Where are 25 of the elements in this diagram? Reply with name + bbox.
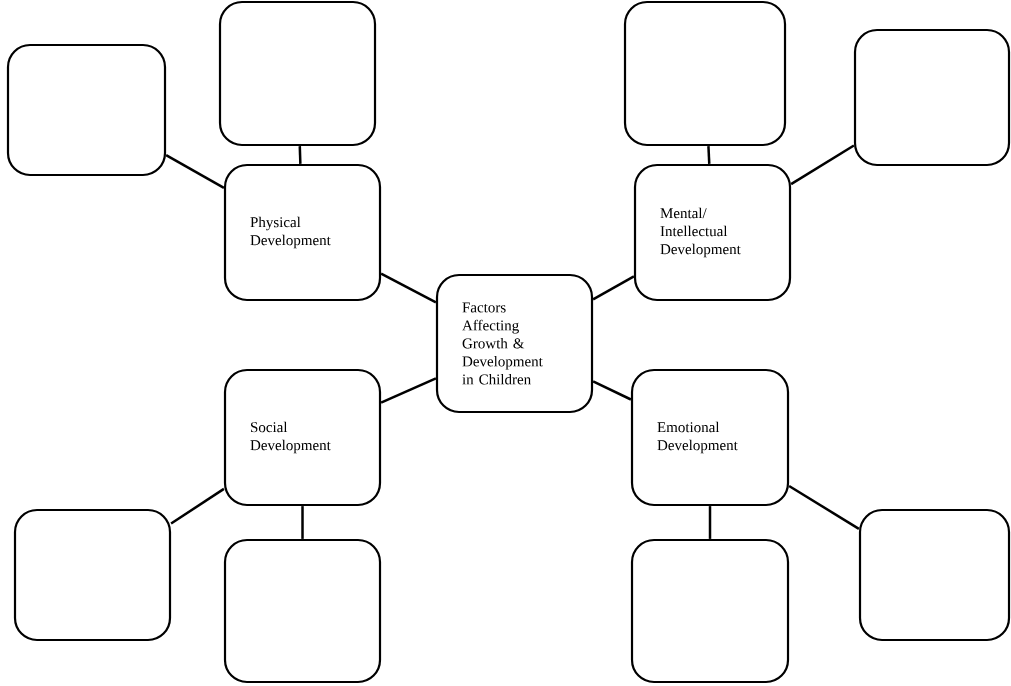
empty-box — [6, 43, 167, 177]
central-topic-box: Factors Affecting Growth & Development in Children — [435, 273, 594, 414]
connector-line — [165, 154, 225, 190]
connector-line — [707, 146, 711, 164]
empty-box — [218, 0, 377, 147]
connector-line — [380, 272, 437, 304]
empty-box — [623, 0, 787, 147]
connector-line — [708, 506, 712, 539]
empty-box — [858, 508, 1011, 642]
connector-line — [790, 144, 855, 186]
connector-line — [592, 380, 632, 401]
connector-line — [298, 146, 302, 164]
topic-box: Social Development — [223, 368, 382, 507]
topic-box: Emotional Development — [630, 368, 790, 507]
connector-line — [788, 484, 860, 530]
empty-box — [223, 538, 382, 684]
empty-box — [630, 538, 790, 684]
connector-line — [301, 506, 304, 539]
connector-line — [592, 275, 635, 301]
empty-box — [13, 508, 172, 642]
connector-line — [380, 377, 437, 404]
empty-box — [853, 28, 1011, 167]
connector-line — [170, 487, 225, 525]
topic-box: Mental/ Intellectual Development — [633, 163, 792, 302]
topic-box: Physical Development — [223, 163, 382, 302]
